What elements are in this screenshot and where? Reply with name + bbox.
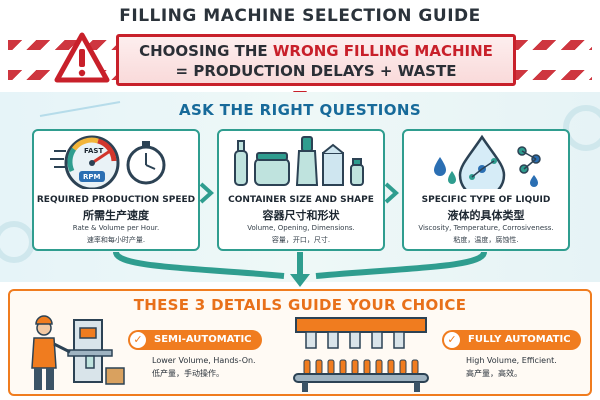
card-title-zh: 液体的具体类型 [447,209,525,222]
warning-line-1: CHOOSING THE WRONG FILLING MACHINE [119,42,513,60]
warning-highlight: WRONG FILLING MACHINE [272,42,493,60]
card-desc-zh: 速率和每小时产量. [86,236,146,244]
merge-arrows-icon [113,250,487,287]
gauge-rpm-label: RPM [83,173,101,181]
card-title: CONTAINER SIZE AND SHAPE [228,195,374,205]
semi-automatic-label: SEMI-AUTOMATIC [154,334,252,345]
hazard-stripe-left [8,40,118,50]
card-title: SPECIFIC TYPE OF LIQUID [421,195,551,205]
card-container-size: CONTAINER SIZE AND SHAPE 容器尺寸和形状 Volume,… [217,129,385,251]
page-title: FILLING MACHINE SELECTION GUIDE [119,6,481,26]
card-desc: Viscosity, Temperature, Corrosiveness. [418,224,554,232]
ask-heading: ASK THE RIGHT QUESTIONS [178,101,422,119]
chevron-right-icon [384,182,399,204]
semi-desc: Lower Volume, Hands-On. [152,356,256,365]
warning-triangle-icon [54,32,110,83]
semi-desc-zh: 低产量，手动操作。 [152,369,224,378]
chevron-right-icon [199,182,214,204]
gauge-fast-label: FAST [84,147,103,155]
check-icon: ✓ [444,332,460,348]
liquid-drop-molecule-icon [434,134,541,189]
warning-line-2: = PRODUCTION DELAYS + WASTE [175,62,457,80]
worker-machine-icon [31,315,125,390]
fully-automatic-badge: ✓ FULLY AUTOMATIC [442,330,581,350]
card-desc-zh: 粘度，温度，腐蚀性. [453,236,519,244]
hazard-stripe-right-lower [514,70,592,80]
speedometer-stopwatch-icon: FAST RPM [50,135,166,189]
production-line-icon [293,317,429,392]
card-title-zh: 所需生产速度 [83,209,149,222]
full-desc-zh: 高产量，高效。 [466,369,522,378]
hazard-stripe-right [514,40,592,50]
card-desc-zh: 容量，开口，尺寸. [271,236,331,244]
choice-heading: THESE 3 DETAILS GUIDE YOUR CHOICE [133,296,467,314]
card-title: REQUIRED PRODUCTION SPEED [36,195,196,205]
full-desc: High Volume, Efficient. [466,356,557,365]
card-desc: Rate & Volume per Hour. [72,224,160,232]
semi-automatic-badge: ✓ SEMI-AUTOMATIC [128,330,262,350]
card-desc: Volume, Opening, Dimensions. [247,224,355,232]
card-liquid-type: SPECIFIC TYPE OF LIQUID 液体的具体类型 Viscosit… [402,129,570,251]
warning-line-1-lead: CHOOSING THE [139,42,273,60]
card-title-zh: 容器尺寸和形状 [262,209,340,222]
fully-automatic-label: FULLY AUTOMATIC [468,334,571,345]
check-icon: ✓ [130,332,146,348]
containers-icon [234,136,364,186]
warning-banner: CHOOSING THE WRONG FILLING MACHINE = PRO… [8,32,592,88]
card-production-speed: FAST RPM REQUIRED PRODUCTION SPEED 所需生产速… [32,129,200,251]
warning-message-box: CHOOSING THE WRONG FILLING MACHINE = PRO… [116,34,516,86]
